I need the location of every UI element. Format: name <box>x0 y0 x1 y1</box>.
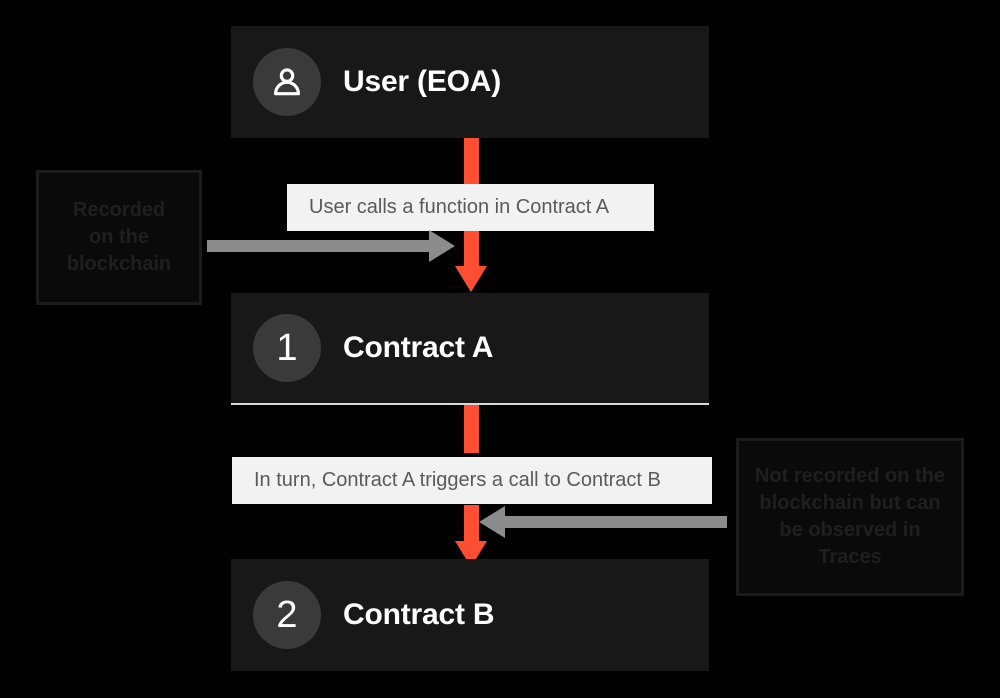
node-contract-b[interactable]: 2 Contract B <box>231 559 709 671</box>
annotation-left-arrow-shaft <box>207 240 429 252</box>
annotation-right-line-2: blockchain but can <box>759 492 941 514</box>
edge-label-user-to-contract-a-text: User calls a function in Contract A <box>309 196 610 218</box>
edge-user-to-contract-a-arrowhead-icon <box>455 266 487 292</box>
annotation-left-line-3: blockchain <box>66 253 172 275</box>
edge-user-to-contract-a-segment-bottom <box>464 230 479 268</box>
annotation-left-line-1: Recorded <box>72 199 166 221</box>
node-contract-a[interactable]: 1 Contract A <box>231 293 709 405</box>
edge-user-to-contract-a-segment-top <box>464 138 479 186</box>
annotation-right-line-1: Not recorded on the <box>754 465 945 487</box>
annotation-recorded-on-blockchain: Recorded on the blockchain <box>36 170 202 305</box>
node-contract-a-badge: 1 <box>253 314 321 382</box>
edge-label-user-to-contract-a: User calls a function in Contract A <box>287 184 654 231</box>
user-icon <box>253 48 321 116</box>
annotation-right-line-4: Traces <box>818 546 882 568</box>
annotation-right-line-3: be observed in <box>779 519 921 541</box>
node-user-title: User (EOA) <box>343 65 502 98</box>
annotation-right-arrow-shaft <box>505 516 727 528</box>
edge-contract-a-to-contract-b-segment-top <box>464 405 479 453</box>
edge-label-contract-a-to-contract-b-text: In turn, Contract A triggers a call to C… <box>254 469 661 491</box>
annotation-not-recorded-on-blockchain: Not recorded on the blockchain but can b… <box>736 438 964 596</box>
node-contract-b-badge: 2 <box>253 581 321 649</box>
annotation-left-arrowhead-icon <box>429 230 455 262</box>
annotation-right-arrowhead-icon <box>479 506 505 538</box>
edge-label-contract-a-to-contract-b: In turn, Contract A triggers a call to C… <box>232 457 712 504</box>
node-user[interactable]: User (EOA) <box>231 26 709 138</box>
annotation-left-line-2: on the <box>89 226 149 248</box>
node-contract-a-title: Contract A <box>343 331 494 364</box>
node-contract-b-title: Contract B <box>343 598 495 631</box>
edge-contract-a-to-contract-b-segment-bottom <box>464 505 479 543</box>
